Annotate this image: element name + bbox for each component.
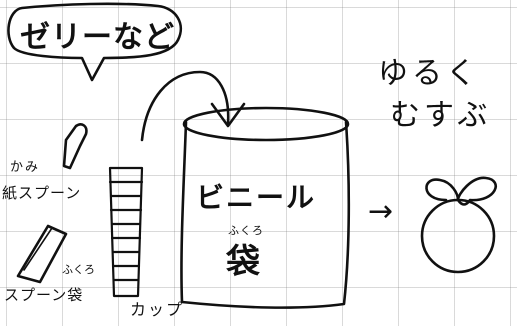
right-arrow-icon: → (368, 194, 394, 229)
paper-spoon-label: 紙スプーン (2, 184, 82, 202)
spoon-bag-label: スプーン袋 (4, 286, 84, 304)
speech-bubble-outline (7, 2, 183, 82)
speech-bubble-text: ゼリーなど (20, 20, 175, 55)
cups-label: カップ (130, 300, 185, 319)
tied-bag-knot-icon (425, 176, 497, 206)
bag-kanji: 袋 (226, 242, 260, 282)
bag-outline-icon (180, 120, 351, 309)
spoon-bag-icon (16, 224, 68, 284)
paper-spoon-ruby: かみ (10, 160, 41, 175)
bag-kanji-ruby: ふくろ (228, 224, 264, 237)
stacked-cups-icon (108, 166, 144, 298)
spoon-bag-ruby: ふくろ (62, 263, 95, 276)
tied-bag-icon (420, 198, 496, 274)
bag-opening-icon (182, 106, 350, 142)
paper-spoon-icon (62, 123, 88, 170)
tie-instruction-line2: むすぶ (390, 98, 492, 133)
bag-title: ビニール (196, 181, 317, 214)
curved-arrow-icon (140, 70, 230, 142)
tie-instruction-line1: ゆるく (378, 56, 480, 91)
